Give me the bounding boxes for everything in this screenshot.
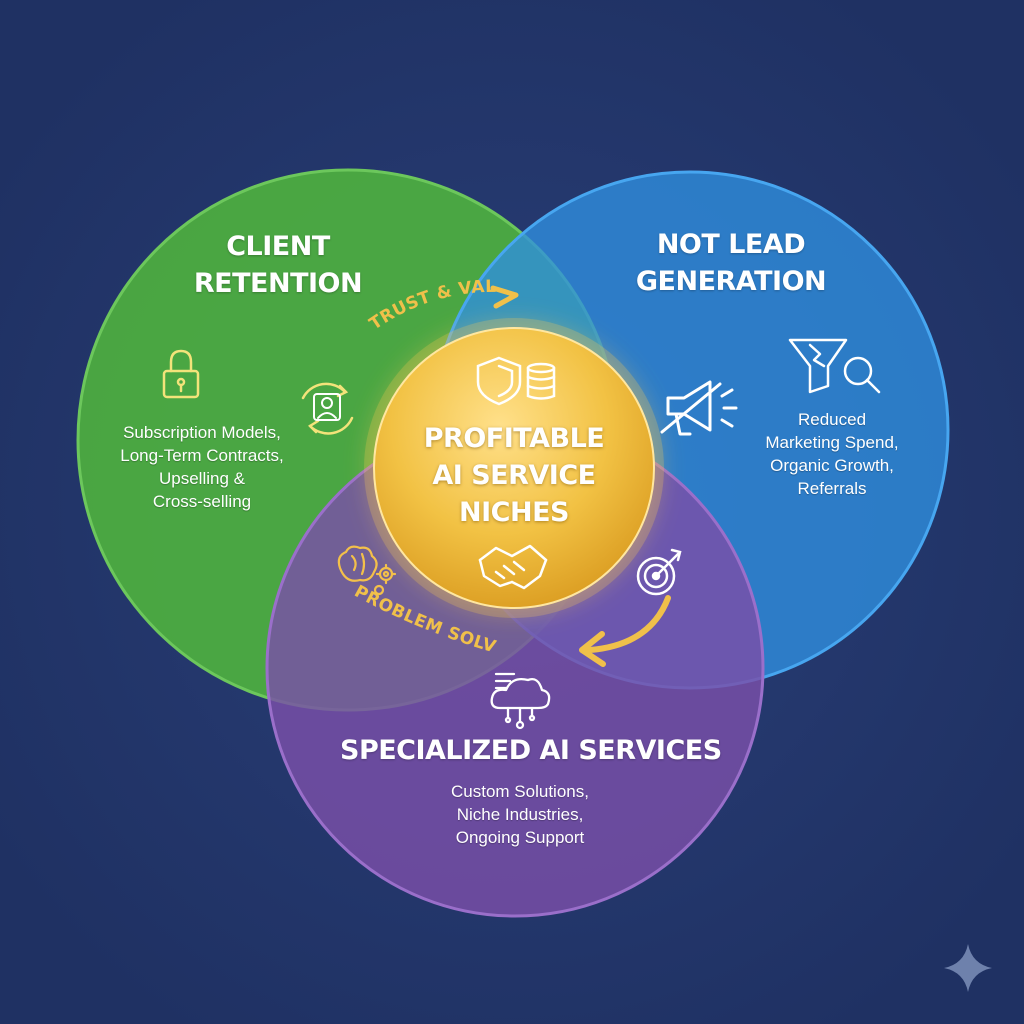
center-title: PROFITABLE AI SERVICE NICHES [423, 423, 605, 528]
funnel-search-icon [788, 338, 881, 394]
trust-value-arrow [490, 285, 519, 309]
crossed-megaphone-icon [660, 380, 738, 436]
user-cycle-icon [301, 382, 354, 435]
sparkle-icon [944, 944, 992, 992]
shield-coins-icon [476, 356, 556, 406]
lead-generation-description: Reduced Marketing Spend, Organic Growth,… [765, 410, 899, 498]
target-arrow-head [579, 631, 606, 667]
cloud-network-icon [490, 672, 551, 730]
center-circle [373, 327, 655, 609]
client-retention-description: Subscription Models, Long-Term Contracts… [120, 423, 284, 511]
specialized-services-title: SPECIALIZED AI SERVICES [340, 735, 722, 766]
handshake-icon [478, 544, 548, 590]
specialized-services-description: Custom Solutions, Niche Industries, Ongo… [451, 782, 589, 847]
target-icon [636, 548, 682, 596]
target-arrow [587, 595, 671, 653]
padlock-icon [162, 349, 200, 399]
client-retention-title: CLIENT RETENTION [193, 231, 363, 299]
lead-generation-title: NOT LEAD GENERATION [635, 229, 827, 297]
brain-gears-icon [337, 545, 397, 596]
